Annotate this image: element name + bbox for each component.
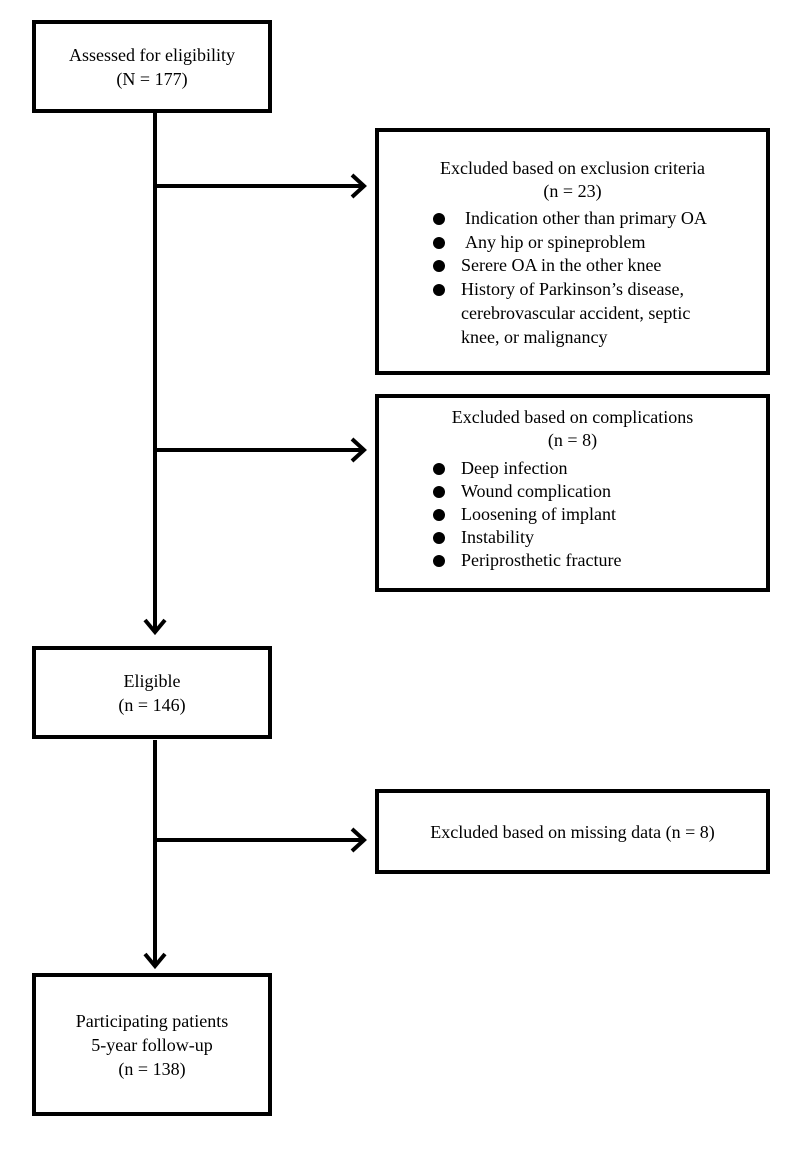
eligible-label: Eligible [123,670,181,691]
bullet-icon [433,532,445,544]
excluded-criteria-box: Excluded based on exclusion criteria (n … [375,128,770,375]
arrow-head-exclusion-criteria [350,173,367,199]
complication-item: Instability [461,527,534,547]
excluded-criteria-count: (n = 23) [543,181,602,201]
participating-box: Participating patients 5-year follow-up … [32,973,272,1116]
exclusion-item-continued: cerebrovascular accident, septic [461,303,691,323]
participating-count: (n = 138) [118,1058,186,1079]
excluded-criteria-title: Excluded based on exclusion criteria [440,158,705,178]
arrow-head-missing-data [350,827,367,853]
eligible-box: Eligible (n = 146) [32,646,272,739]
complication-item: Deep infection [461,458,568,478]
assessed-label: Assessed for eligibility [69,44,235,65]
exclusion-item: History of Parkinson’s disease, [461,279,684,299]
complication-item: Wound complication [461,481,612,501]
bullet-icon [433,284,445,296]
exclusion-item: Serere OA in the other knee [461,255,662,275]
participating-followup: 5-year follow-up [91,1034,213,1055]
exclusion-item: Any hip or spineproblem [465,232,646,252]
bullet-icon [433,486,445,498]
complication-item: Periprosthetic fracture [461,550,622,570]
excluded-missing-box: Excluded based on missing data (n = 8) [375,789,770,874]
assessed-box: Assessed for eligibility (N = 177) [32,20,272,113]
complication-item: Loosening of implant [461,504,616,524]
bullet-icon [433,213,445,225]
bullet-icon [433,463,445,475]
bullet-icon [433,555,445,567]
exclusion-item-continued: knee, or malignancy [461,327,608,347]
arrow-head-to-participating [143,952,167,970]
bullet-icon [433,237,445,249]
bullet-icon [433,260,445,272]
eligible-count: (n = 146) [118,694,186,715]
participating-label: Participating patients [75,1010,229,1031]
arrow-head-complications [350,437,367,463]
excluded-complications-title: Excluded based on complications [451,407,694,427]
arrow-head-to-eligible [143,618,167,636]
excluded-complications-count: (n = 8) [547,430,598,450]
excluded-complications-box: Excluded based on complications (n = 8) … [375,394,770,592]
excluded-missing-label: Excluded based on missing data (n = 8) [430,821,715,842]
exclusion-item: Indication other than primary OA [465,208,707,228]
bullet-icon [433,509,445,521]
assessed-count: (N = 177) [116,68,188,89]
